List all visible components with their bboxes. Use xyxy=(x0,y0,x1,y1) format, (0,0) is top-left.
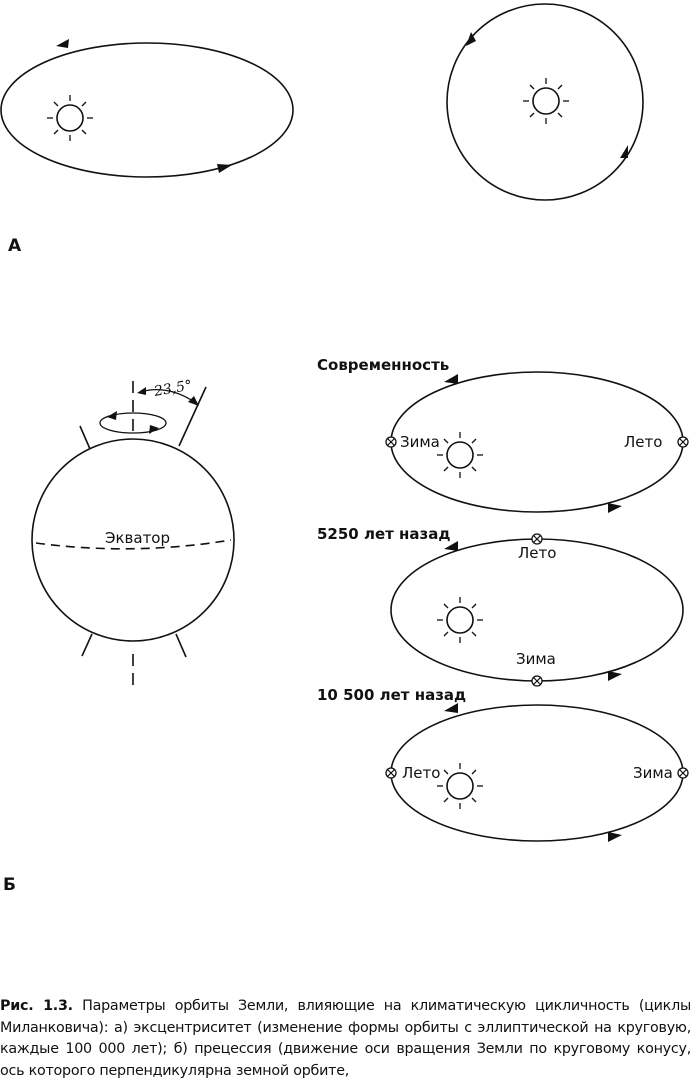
orbit-arrow xyxy=(466,32,476,46)
elliptical-orbit xyxy=(0,39,294,178)
sun-icon xyxy=(46,94,94,142)
tilt-angle-label: 23,5° xyxy=(152,378,193,401)
sun-icon xyxy=(436,596,484,644)
cone-line xyxy=(175,633,187,658)
orbit-arrow xyxy=(620,145,628,158)
milankovitch-figure: А Экватор 23,5° Современность Зима Лето xyxy=(0,3,689,895)
sun-icon xyxy=(522,77,570,125)
orbit-heading: Современность xyxy=(317,356,449,374)
orbit-arrow xyxy=(608,832,622,842)
sun-icon xyxy=(436,431,484,479)
earth-position-icon xyxy=(531,533,543,545)
orbit-arrow xyxy=(608,671,622,681)
earth-globe xyxy=(31,438,235,642)
equator-label: Экватор xyxy=(105,529,170,547)
orbit-arrow xyxy=(444,703,458,713)
orbit-arrow xyxy=(444,541,458,551)
cone-line xyxy=(79,425,91,450)
summer-label: Лето xyxy=(624,433,662,451)
earth-position-icon xyxy=(385,767,397,779)
panel-b-globe: Экватор 23,5° xyxy=(31,378,235,690)
caption-number: Рис. 1.3. xyxy=(0,998,73,1014)
earth-position-icon xyxy=(677,436,689,448)
earth-position-icon xyxy=(677,767,689,779)
orbit-present: Современность Зима Лето xyxy=(317,356,689,513)
sun-icon xyxy=(436,762,484,810)
orbit-arrow xyxy=(444,374,458,384)
orbit-5250: 5250 лет назад Лето Зима xyxy=(317,525,684,687)
winter-label: Зима xyxy=(633,764,673,782)
tilted-axis-top xyxy=(178,386,207,447)
tilted-axis-bottom xyxy=(81,633,93,657)
panel-b-label: Б xyxy=(3,875,16,895)
rotation-arrow xyxy=(149,425,159,434)
winter-label: Зима xyxy=(516,650,556,668)
earth-position-icon xyxy=(531,675,543,687)
panel-a-label: А xyxy=(8,236,22,256)
rotation-arrow xyxy=(107,411,117,420)
orbit-heading: 10 500 лет назад xyxy=(317,686,466,704)
winter-label: Зима xyxy=(400,433,440,451)
equator-line xyxy=(35,539,232,550)
earth-position-icon xyxy=(385,436,397,448)
orbit-arrow xyxy=(608,503,622,513)
figure-caption: Рис. 1.3. Параметры орбиты Земли, влияющ… xyxy=(0,996,691,1082)
circular-orbit xyxy=(446,3,644,201)
orbit-heading: 5250 лет назад xyxy=(317,525,450,543)
angle-arrow xyxy=(188,396,199,406)
angle-arrow xyxy=(137,387,146,395)
summer-label: Лето xyxy=(518,544,556,562)
rotation-ellipse xyxy=(99,412,167,434)
summer-label: Лето xyxy=(402,764,440,782)
panel-a: А xyxy=(0,3,644,256)
caption-text: Параметры орбиты Земли, влияющие на клим… xyxy=(0,998,691,1079)
orbit-arrow xyxy=(217,164,232,173)
orbit-10500: 10 500 лет назад Лето Зима xyxy=(317,686,689,842)
orbit-arrow xyxy=(56,39,69,48)
